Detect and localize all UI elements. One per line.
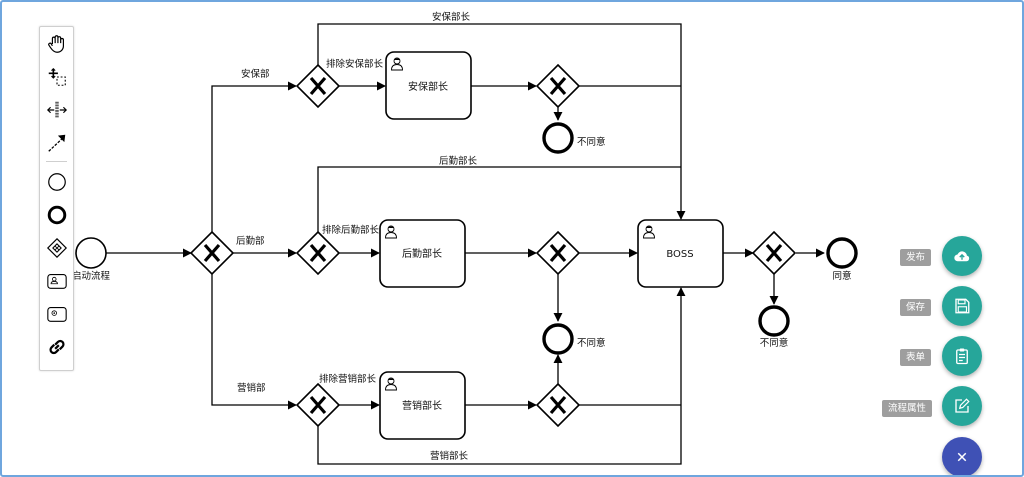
properties-tooltip: 流程属性 bbox=[882, 400, 933, 417]
task-label: 营销部长 bbox=[402, 399, 442, 412]
cloud-upload-icon bbox=[954, 251, 970, 262]
flow-label: 排除安保部长 bbox=[326, 58, 384, 70]
gateway-logistics-exclude[interactable] bbox=[295, 230, 341, 276]
hand-tool-icon[interactable] bbox=[44, 31, 69, 56]
end-event-icon[interactable] bbox=[44, 202, 69, 227]
save-tooltip: 保存 bbox=[900, 299, 932, 316]
gateway-logistics-decision[interactable] bbox=[535, 230, 581, 276]
end-event-label: 同意 bbox=[832, 270, 851, 282]
end-event-label: 不同意 bbox=[577, 136, 606, 148]
task-label: BOSS bbox=[666, 249, 693, 260]
end-event-label: 不同意 bbox=[760, 337, 789, 349]
user-icon bbox=[383, 223, 399, 239]
space-tool-icon[interactable] bbox=[44, 97, 69, 122]
end-event-label: 不同意 bbox=[577, 337, 606, 349]
gateway-security-exclude[interactable] bbox=[295, 63, 341, 109]
task-label: 安保部长 bbox=[408, 80, 448, 93]
publish-tooltip: 发布 bbox=[900, 249, 932, 266]
flow-label: 排除后勤部长 bbox=[322, 224, 380, 236]
flow-label: 营销部长 bbox=[430, 450, 469, 462]
start-event-icon[interactable] bbox=[44, 169, 69, 194]
tool-palette bbox=[39, 26, 74, 371]
flow-bypass-security[interactable] bbox=[317, 23, 686, 220]
save-button[interactable] bbox=[942, 286, 982, 326]
publish-button[interactable] bbox=[942, 236, 982, 276]
flow-label: 安保部 bbox=[241, 68, 270, 80]
close-menu-button[interactable] bbox=[942, 437, 982, 475]
start-event[interactable] bbox=[75, 237, 107, 269]
user-task-logistics[interactable]: 后勤部长 bbox=[379, 219, 466, 288]
properties-button[interactable] bbox=[942, 386, 982, 426]
connect-tool-icon[interactable] bbox=[44, 130, 69, 155]
end-event-reject-security[interactable] bbox=[542, 122, 574, 154]
save-icon bbox=[955, 298, 970, 314]
flow-split-to-sales[interactable] bbox=[211, 274, 297, 410]
user-icon bbox=[641, 223, 657, 239]
end-event-reject-logistics[interactable] bbox=[542, 323, 574, 355]
clipboard-icon bbox=[956, 348, 968, 365]
user-task-icon[interactable] bbox=[44, 268, 69, 293]
form-tooltip: 表单 bbox=[900, 349, 932, 366]
flow-label: 后勤部长 bbox=[439, 155, 478, 167]
form-button[interactable] bbox=[942, 336, 982, 376]
gateway-icon[interactable] bbox=[44, 235, 69, 260]
lasso-tool-icon[interactable] bbox=[44, 64, 69, 89]
link-icon[interactable] bbox=[44, 334, 69, 359]
palette-separator bbox=[46, 161, 67, 162]
edit-icon bbox=[955, 398, 970, 413]
flow-label: 后勤部 bbox=[236, 235, 265, 247]
gateway-sales-decision[interactable] bbox=[535, 382, 581, 428]
gateway-split[interactable] bbox=[189, 230, 235, 276]
gateway-security-decision[interactable] bbox=[535, 63, 581, 109]
user-task-boss[interactable]: BOSS bbox=[637, 219, 724, 288]
flow-bypass-logistics[interactable] bbox=[317, 166, 681, 232]
user-icon bbox=[389, 55, 405, 71]
user-icon bbox=[383, 375, 399, 391]
gateway-sales-exclude[interactable] bbox=[295, 382, 341, 428]
gateway-boss-decision[interactable] bbox=[751, 230, 797, 276]
close-icon bbox=[957, 452, 967, 462]
flow-bypass-sales[interactable] bbox=[317, 287, 686, 465]
end-event-agree[interactable] bbox=[826, 237, 858, 269]
flow-label: 安保部长 bbox=[432, 11, 471, 23]
start-event-label: 启动流程 bbox=[72, 270, 111, 282]
flow-label: 排除营销部长 bbox=[319, 373, 377, 385]
user-task-sales[interactable]: 营销部长 bbox=[379, 371, 466, 440]
user-task-security[interactable]: 安保部长 bbox=[385, 51, 472, 120]
task-label: 后勤部长 bbox=[402, 247, 442, 260]
flow-split-to-security[interactable] bbox=[211, 81, 297, 233]
sequence-flows bbox=[106, 23, 825, 465]
subprocess-icon[interactable] bbox=[44, 301, 69, 326]
end-event-reject-boss[interactable] bbox=[758, 305, 790, 337]
flow-label: 营销部 bbox=[237, 382, 266, 394]
